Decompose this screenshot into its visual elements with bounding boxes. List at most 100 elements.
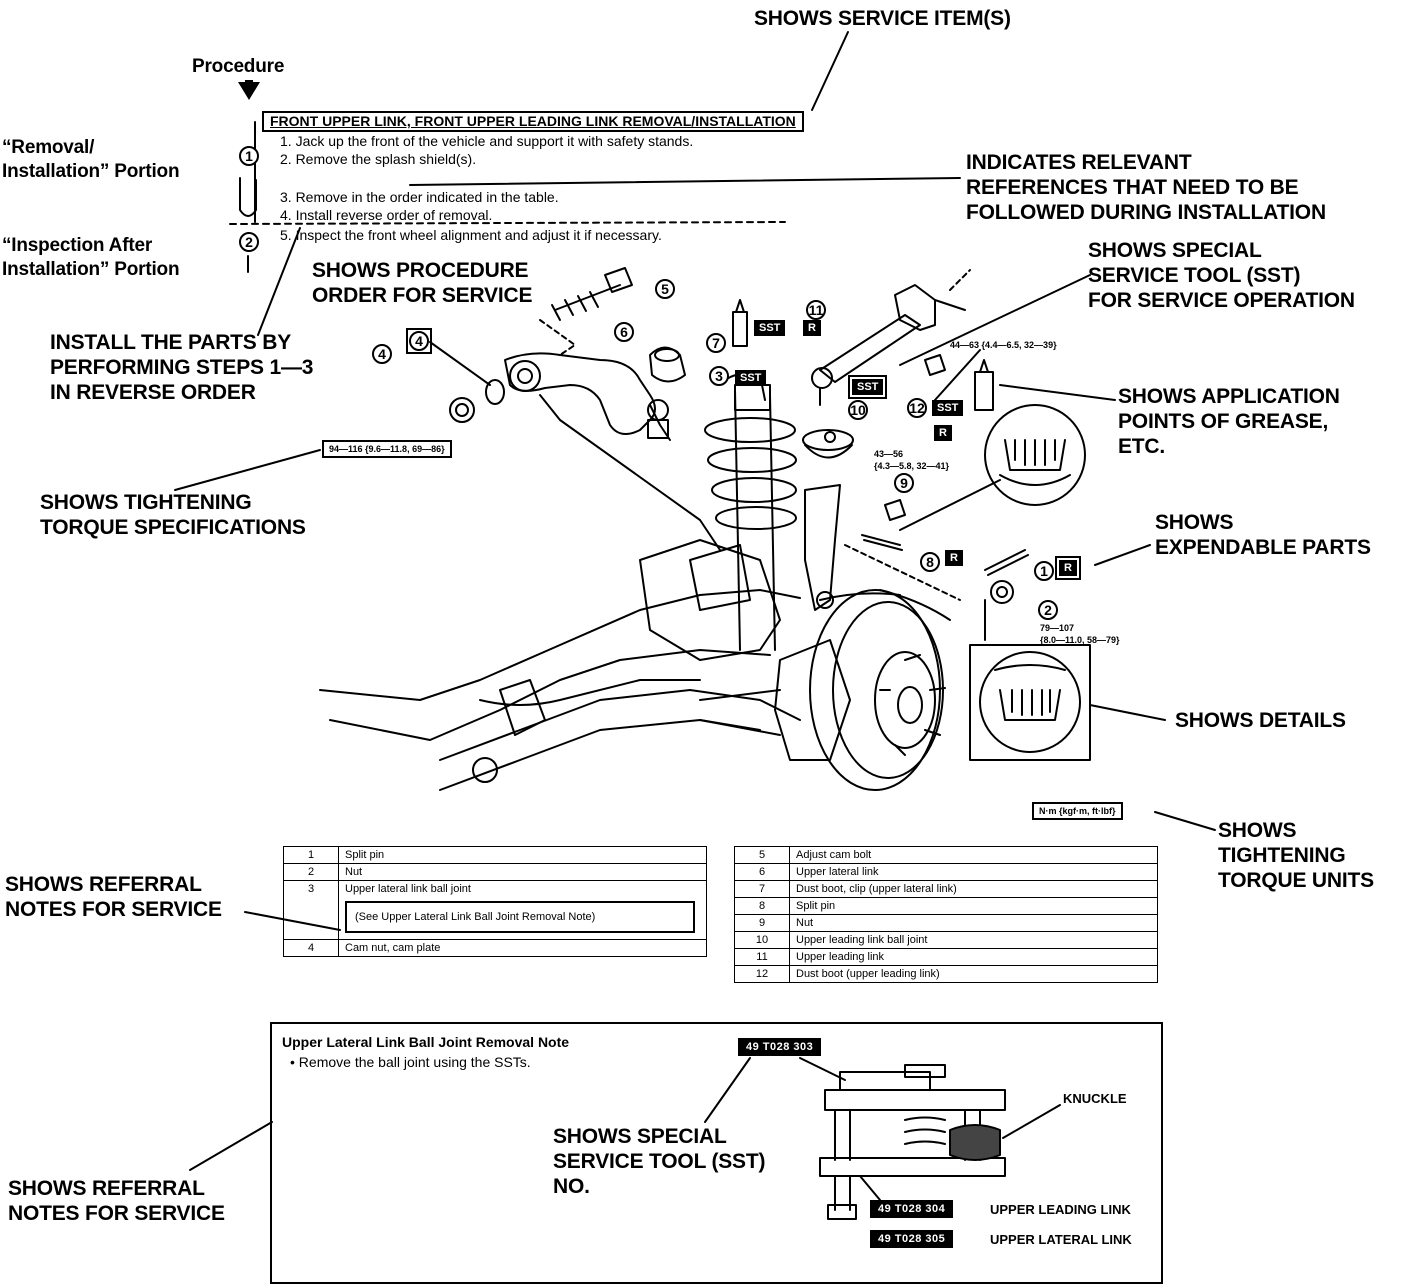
row-number: 4: [283, 939, 339, 957]
leader-torque-spec: [174, 449, 321, 491]
torque-spec-left: 94—116 {9.6—11.8, 69—86}: [322, 440, 452, 458]
leader-details: [1089, 704, 1166, 721]
part-mark-9: 9: [894, 473, 914, 493]
row-part-name: Split pin: [338, 846, 707, 864]
leading-link-bolt-path: [949, 269, 971, 291]
sst-lower-nut: [827, 1204, 857, 1220]
leader-sst-top: [799, 1057, 846, 1081]
callout-procedure: Procedure: [192, 56, 285, 77]
callout-relevant-refs: INDICATES RELEVANT REFERENCES THAT NEED …: [966, 151, 1326, 224]
wheel-studs: [879, 654, 946, 756]
lower-arm-upper: [439, 689, 801, 761]
procedure-step-3: 3. Remove in the order indicated in the …: [280, 189, 559, 205]
callout-details: SHOWS DETAILS: [1175, 709, 1346, 732]
wheel-hub: [874, 651, 936, 749]
cam-bolt-path: [539, 319, 576, 356]
cam-bolt-threads: [551, 291, 599, 321]
leader-torque-upper-right: [934, 349, 981, 401]
row-part-name: Upper lateral link: [789, 863, 1158, 881]
sst-number-bottom: 49 T028 305: [870, 1230, 954, 1248]
part-mark-8: 8: [920, 552, 940, 572]
r-badge-3: R: [945, 550, 963, 566]
detail-upper-lip: [999, 474, 1071, 486]
torque-spec-upper-right: 44—63 {4.4—6.5, 32—39}: [950, 340, 1057, 350]
callout-sst-no: SHOWS SPECIAL SERVICE TOOL (SST) NO.: [553, 1125, 766, 1198]
brake-disc-outer: [809, 589, 941, 791]
subframe-mount: [639, 539, 781, 661]
stabilizer-bushing: [499, 679, 546, 736]
dust-boot-12-body: [804, 444, 853, 459]
dust-boot-12-hole: [824, 431, 836, 443]
row-part-name: Adjust cam bolt: [789, 846, 1158, 864]
row-number: 7: [734, 880, 790, 898]
sst-badge-3: SST: [852, 379, 884, 395]
upper-lateral-link-arm: [504, 352, 656, 435]
leader-detail-upper: [899, 479, 1001, 531]
row-part-name: Nut: [789, 914, 1158, 932]
stabilizer-bar: [479, 679, 701, 706]
row-number: 3: [283, 880, 339, 940]
row-number: 8: [734, 897, 790, 915]
referral-note-box: (See Upper Lateral Link Ball Joint Remov…: [345, 901, 695, 933]
sst-left-rod: [834, 1109, 851, 1161]
removal-note-bullet-row: • Remove the ball joint using the SSTs.: [290, 1054, 531, 1070]
sst-number-mid: 49 T028 304: [870, 1200, 954, 1218]
cam-plate: [485, 379, 505, 405]
spring-coil-1: [704, 417, 796, 443]
cam-bolt-head: [604, 267, 633, 293]
sst-badge-1: SST: [754, 320, 786, 336]
frame-line-upper: [319, 589, 801, 701]
part-mark-10: 10: [848, 400, 868, 420]
row-number: 9: [734, 914, 790, 932]
upper-leading-link-arm: [819, 314, 921, 383]
spring-coil-4: [715, 506, 797, 530]
ball-joint-10: [811, 367, 833, 389]
procedure-arrow-icon: [238, 82, 260, 100]
sst-knuckle-hatched: [949, 1124, 1001, 1161]
sst-spring: [904, 1116, 946, 1145]
boxed-mark-4: 4: [406, 328, 432, 354]
row-number: 2: [283, 863, 339, 881]
detail-circle-lower: [979, 651, 1081, 753]
procedure-title: FRONT UPPER LINK, FRONT UPPER LEADING LI…: [262, 111, 804, 132]
knuckle-label: KNUCKLE: [1063, 1091, 1127, 1106]
part-mark-5: 5: [655, 279, 675, 299]
callout-tightening-torque: SHOWS TIGHTENING TORQUE SPECIFICATIONS: [40, 491, 306, 539]
callout-referral-1: SHOWS REFERRAL NOTES FOR SERVICE: [5, 873, 222, 921]
callout-expendable: SHOWS EXPENDABLE PARTS: [1155, 511, 1371, 559]
table-row: 1 Split pin: [283, 846, 707, 864]
detail-lower-lip: [994, 664, 1066, 671]
sst-badge-2: SST: [735, 370, 767, 386]
row-part-name: Cam nut, cam plate: [338, 939, 707, 957]
callout-application-points: SHOWS APPLICATION POINTS OF GREASE, ETC.: [1118, 385, 1340, 458]
r-badge-4: R: [1059, 560, 1077, 576]
leader-sst: [899, 274, 1091, 366]
ball-joint-3-boot: [647, 419, 669, 439]
row-part-name: Upper leading link ball joint: [789, 931, 1158, 949]
ball-joint-stud-3: [649, 404, 671, 441]
callout-sst: SHOWS SPECIAL SERVICE TOOL (SST) FOR SER…: [1088, 239, 1355, 312]
r-badge-2: R: [934, 425, 952, 441]
row-part-name: Upper lateral link ball joint: [345, 883, 471, 895]
split-pin-8: [861, 534, 903, 551]
callout-install-parts: INSTALL THE PARTS BY PERFORMING STEPS 1—…: [50, 331, 314, 404]
row-number: 6: [734, 863, 790, 881]
cam-nut: [449, 397, 475, 423]
procedure-step-2: 2. Remove the splash shield(s).: [280, 151, 477, 167]
leader-expendable: [1094, 544, 1151, 566]
torque-spec-lower-right: 79—107 {8.0—11.0, 58—79}: [1040, 623, 1120, 645]
assembly-path-1: [844, 544, 961, 601]
sst-top-handle: [904, 1064, 946, 1078]
spring-coil-2: [707, 447, 797, 473]
hub-center: [897, 686, 923, 724]
row-number: 12: [734, 965, 790, 983]
stabilizer-end: [472, 757, 498, 783]
frame-line-lower: [329, 649, 771, 741]
removal-note-box: [270, 1022, 1163, 1284]
part-mark-6: 6: [614, 322, 634, 342]
